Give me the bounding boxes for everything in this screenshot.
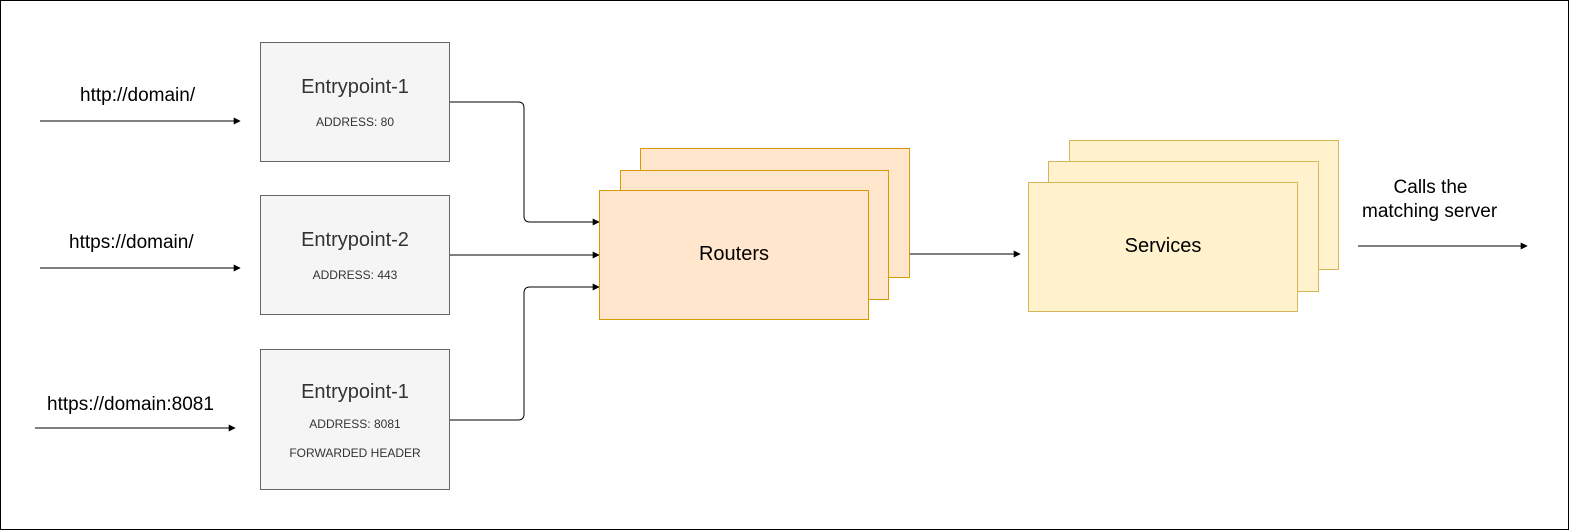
entrypoint-address: ADDRESS: 8081 xyxy=(309,417,401,431)
entrypoint-title: Entrypoint-2 xyxy=(301,229,409,251)
entrypoint-address: ADDRESS: 80 xyxy=(315,115,395,129)
output-label-line-1: Calls the xyxy=(1393,177,1468,198)
input-url-2: https://domain/ xyxy=(69,232,194,253)
services-label: Services xyxy=(1124,235,1202,257)
entrypoint-box-2: Entrypoint-2 ADDRESS: 443 xyxy=(260,195,450,315)
entrypoint-title: Entrypoint-1 xyxy=(301,76,409,98)
input-url-1: http://domain/ xyxy=(80,85,196,106)
input-url-3: https://domain:8081 xyxy=(47,394,214,415)
entrypoint-forwarded-header: FORWARDED HEADER xyxy=(289,446,421,460)
service-card-front xyxy=(1028,182,1298,312)
entrypoint-title: Entrypoint-1 xyxy=(301,381,409,403)
output-label: Calls the matching server xyxy=(1362,176,1497,224)
routers-label: Routers xyxy=(698,243,770,265)
entrypoint-box-3: Entrypoint-1 ADDRESS: 8081 FORWARDED HEA… xyxy=(260,349,450,490)
output-label-line-2: matching server xyxy=(1362,201,1498,222)
router-card-front xyxy=(599,190,869,320)
connector-ep3-routers xyxy=(450,283,600,421)
entrypoint-address: ADDRESS: 443 xyxy=(312,268,398,282)
connector-ep1-routers xyxy=(450,101,600,226)
entrypoint-box-1: Entrypoint-1 ADDRESS: 80 xyxy=(260,42,450,162)
